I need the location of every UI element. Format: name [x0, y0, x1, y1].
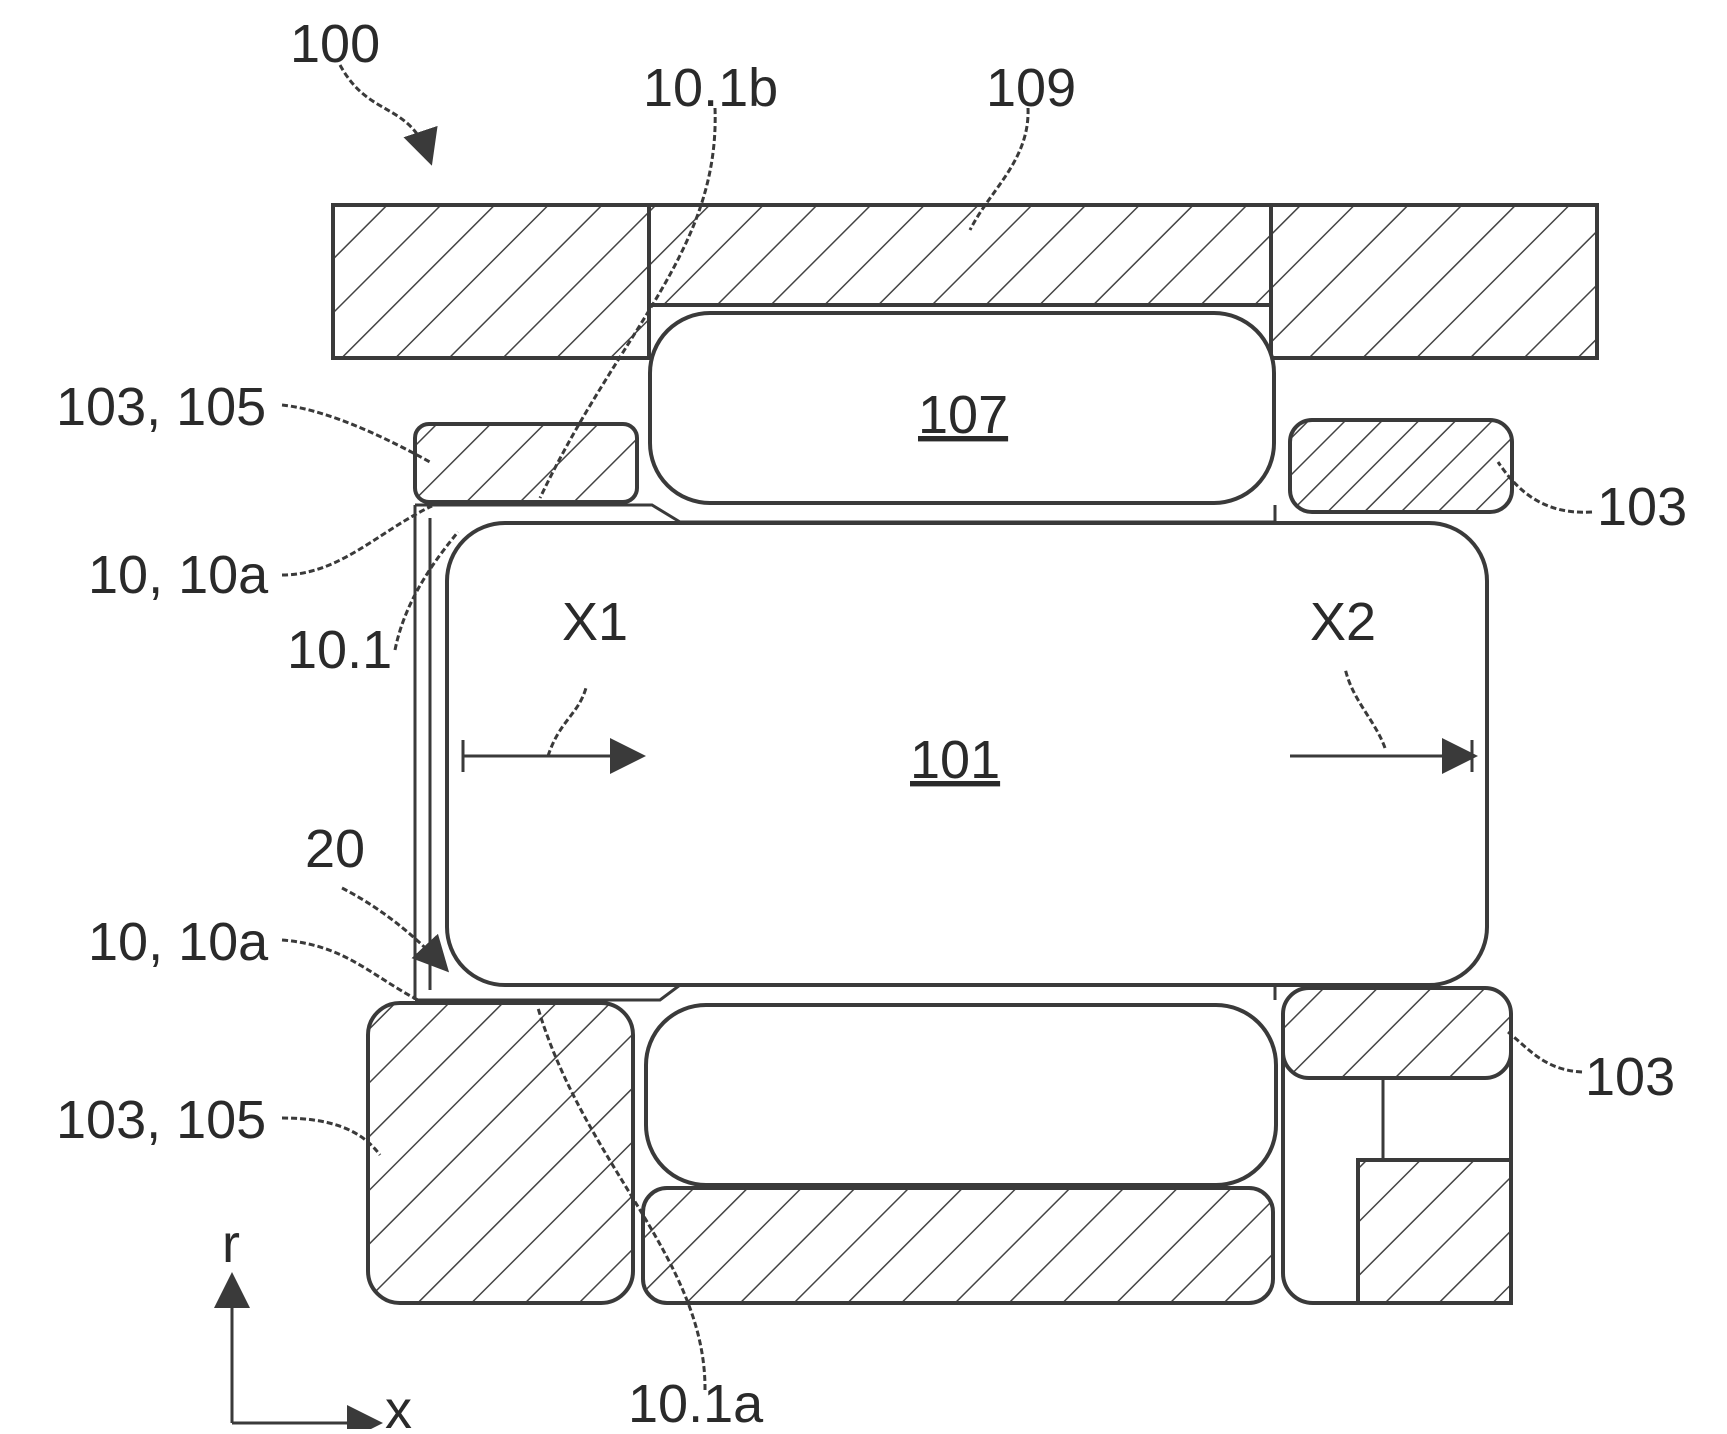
label-x2: X2: [1310, 592, 1376, 652]
label-10-10a-bottom: 10, 10a: [88, 912, 269, 972]
label-20: 20: [305, 819, 365, 879]
axis-label-r: r: [222, 1214, 240, 1274]
ring-103-105-upper-left: [415, 424, 637, 502]
label-103-right-bottom: 103: [1585, 1047, 1675, 1107]
label-100: 100: [290, 14, 380, 74]
label-10-1b: 10.1b: [643, 58, 778, 118]
axis-label-x: x: [385, 1380, 412, 1429]
label-103-105-top: 103, 105: [56, 377, 266, 437]
label-10-1a: 10.1a: [628, 1374, 764, 1429]
label-107: 107: [918, 385, 1008, 445]
axis-indicator: [232, 1278, 377, 1423]
label-109: 109: [986, 58, 1076, 118]
label-103-105-bottom: 103, 105: [56, 1090, 266, 1150]
label-101: 101: [910, 730, 1000, 790]
label-x1: X1: [562, 592, 628, 652]
label-10-1: 10.1: [287, 620, 392, 680]
ring-103-bottom-right: [1283, 988, 1511, 1303]
ring-103-105-bottom-left: [368, 1003, 633, 1303]
inner-race: [643, 1188, 1273, 1303]
roller-lower: [646, 1005, 1276, 1185]
label-10-10a-top: 10, 10a: [88, 545, 269, 605]
label-103-right-top: 103: [1597, 477, 1687, 537]
ring-103-upper-right: [1290, 420, 1512, 512]
